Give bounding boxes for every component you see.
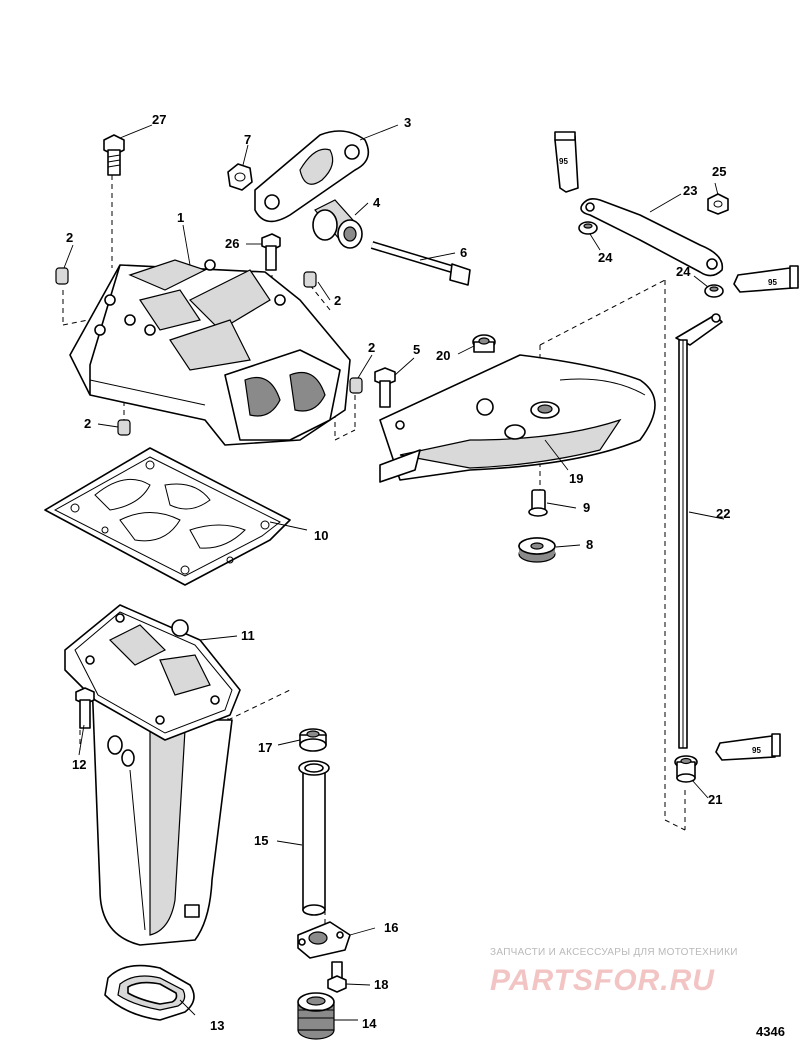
- gasket-10: [44, 447, 291, 586]
- nut-25: [707, 193, 729, 215]
- label-17: 17: [258, 740, 272, 755]
- lubricant-tube-3: 95: [715, 733, 781, 761]
- seal-14: [297, 992, 335, 1040]
- label-23: 23: [683, 183, 697, 198]
- bolt-18: [327, 961, 347, 993]
- tube-label-1: 95: [559, 157, 568, 166]
- label-16: 16: [384, 920, 398, 935]
- seal-13: [104, 964, 195, 1021]
- label-11: 11: [241, 628, 255, 643]
- lubricant-tube-1: 95: [554, 131, 579, 193]
- label-2d: 2: [84, 416, 91, 431]
- seal-holder-16: [297, 921, 351, 959]
- dowel-pin-2a: [55, 267, 69, 285]
- label-7: 7: [244, 132, 251, 147]
- label-6: 6: [460, 245, 467, 260]
- nut-24a: [578, 221, 598, 235]
- cover-19: [379, 354, 656, 483]
- label-2c: 2: [368, 340, 375, 355]
- dowel-pin-2c: [349, 377, 363, 394]
- assembly-lines: [62, 175, 686, 950]
- adapter-plate-1: [69, 259, 351, 446]
- nut-7: [227, 163, 253, 191]
- label-21: 21: [708, 792, 722, 807]
- bolt-12: [75, 687, 95, 729]
- water-tube-15: [298, 760, 330, 916]
- label-26: 26: [225, 236, 239, 251]
- dowel-pin-2b: [303, 271, 317, 288]
- nut-24b: [704, 284, 724, 298]
- lubricant-tube-2: 95: [733, 265, 799, 293]
- label-9: 9: [583, 500, 590, 515]
- dowel-pin-2d: [117, 419, 131, 436]
- bolt-5: [374, 367, 396, 408]
- watermark-logo: PARTSFOR.RU: [490, 964, 715, 997]
- part-labels: 27 7 3 4 1 2 26 6 2 2 5 20 2 10 19 9 8 2…: [66, 112, 730, 1033]
- label-20: 20: [436, 348, 450, 363]
- bolt-27: [103, 134, 125, 176]
- label-15: 15: [254, 833, 268, 848]
- label-1: 1: [177, 210, 184, 225]
- label-24b: 24: [676, 264, 691, 279]
- label-4: 4: [373, 195, 381, 210]
- watermark-tagline: ЗАПЧАСТИ И АКСЕССУАРЫ ДЛЯ МОТОТЕХНИКИ: [490, 947, 738, 958]
- label-12: 12: [72, 757, 86, 772]
- label-22: 22: [716, 506, 730, 521]
- label-2a: 2: [66, 230, 73, 245]
- label-25: 25: [712, 164, 726, 179]
- label-2b: 2: [334, 293, 341, 308]
- link-23: [580, 198, 724, 277]
- leader-lines: [63, 124, 725, 1021]
- washer-8: [518, 537, 556, 563]
- tube-label-3: 95: [752, 746, 761, 755]
- label-24a: 24: [598, 250, 613, 265]
- pin-9: [528, 489, 548, 517]
- label-3: 3: [404, 115, 411, 130]
- rod-22: [675, 313, 723, 749]
- label-18: 18: [374, 977, 388, 992]
- bushing-4: [312, 199, 363, 249]
- bracket-3: [254, 130, 370, 223]
- label-5: 5: [413, 342, 420, 357]
- label-13: 13: [210, 1018, 224, 1033]
- label-14: 14: [362, 1016, 377, 1031]
- label-27: 27: [152, 112, 166, 127]
- tube-label-2: 95: [768, 278, 777, 287]
- label-8: 8: [586, 537, 593, 552]
- figure-number: 4346: [756, 1024, 785, 1039]
- grommet-20: [472, 334, 496, 353]
- label-19: 19: [569, 471, 583, 486]
- long-bolt-6: [370, 241, 471, 286]
- driveshaft-housing-11: [64, 604, 241, 946]
- grommet-17: [299, 728, 327, 752]
- watermark: ЗАПЧАСТИ И АКСЕССУАРЫ ДЛЯ МОТОТЕХНИКИ PA…: [490, 947, 738, 997]
- label-10: 10: [314, 528, 328, 543]
- bolt-26: [261, 233, 281, 271]
- bushing-21: [674, 755, 698, 783]
